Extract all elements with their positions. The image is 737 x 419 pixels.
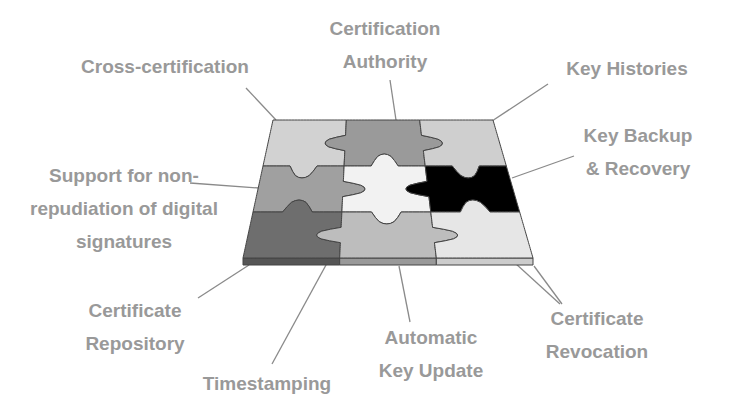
leader-line	[534, 266, 562, 304]
leader-line	[492, 84, 548, 121]
leader-line	[512, 156, 574, 178]
leader-line	[190, 183, 259, 188]
puzzle-edge	[243, 258, 340, 265]
callout-label: Timestamping	[181, 367, 353, 400]
callout-label: Certificate Repository	[73, 294, 197, 360]
leader-line	[399, 266, 410, 322]
puzzle-edge	[340, 258, 437, 265]
puzzle-piece	[406, 166, 520, 212]
leader-line	[198, 265, 249, 298]
callout-label: Cross-certification	[58, 50, 272, 83]
puzzle-edge	[436, 258, 533, 265]
callout-label: Certificate Revocation	[533, 302, 661, 368]
leader-lines	[190, 80, 574, 364]
callout-label: Key Backup & Recovery	[576, 119, 700, 185]
leader-line	[246, 88, 276, 120]
puzzle-piece	[243, 200, 342, 258]
callout-label: Automatic Key Update	[367, 321, 495, 387]
callout-label: Support for non-repudiation of digital s…	[16, 159, 232, 258]
puzzle-pieces	[243, 120, 533, 265]
callout-label: Key Histories	[537, 52, 717, 85]
leader-line	[390, 80, 396, 120]
callout-label: Certification Authority	[310, 12, 460, 78]
puzzle-piece	[431, 200, 533, 258]
